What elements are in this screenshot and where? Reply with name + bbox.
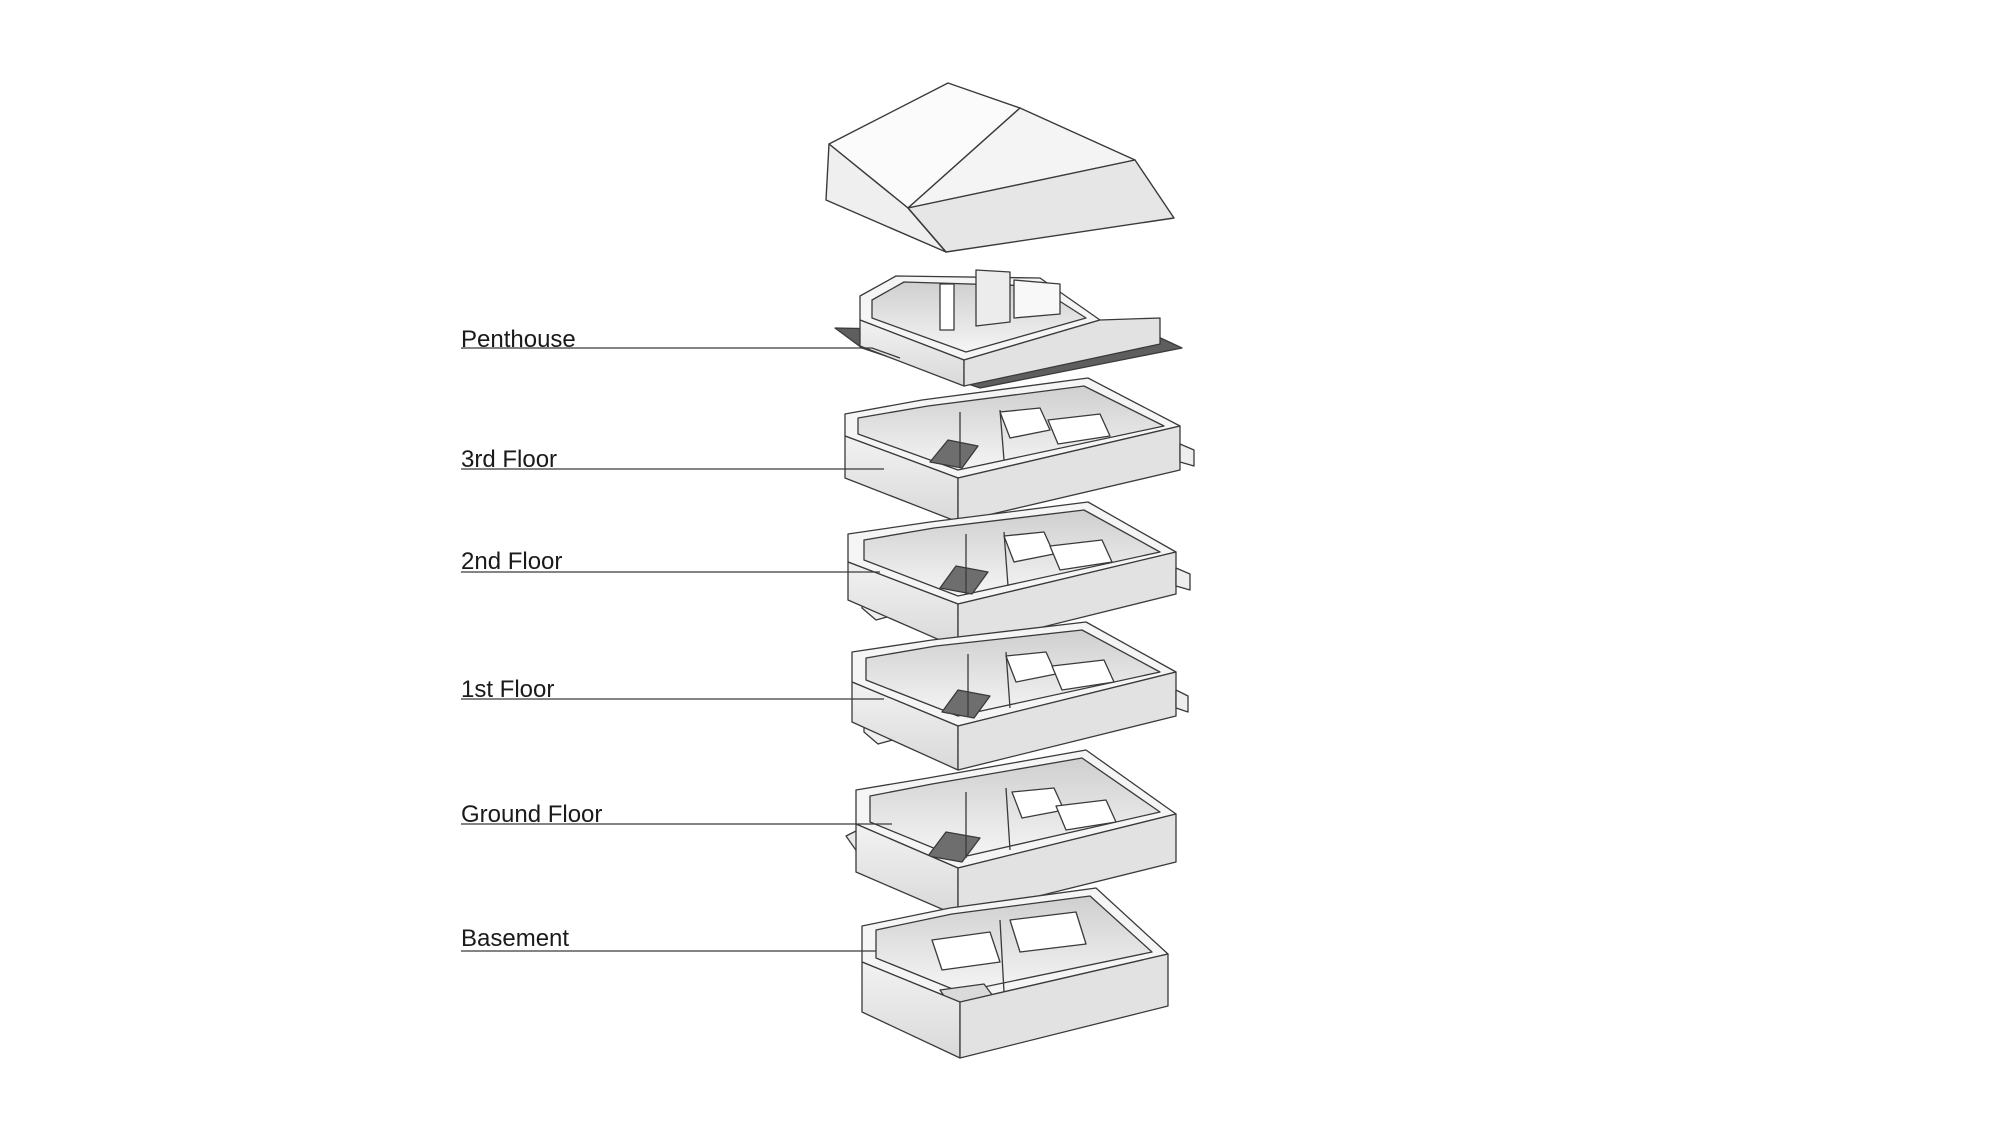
penthouse-column bbox=[939, 283, 955, 331]
first-closet bbox=[1051, 659, 1115, 691]
second-dark-floor bbox=[939, 565, 989, 595]
leader-penthouse bbox=[461, 347, 901, 359]
first-side-face bbox=[957, 671, 1177, 771]
floor-1st bbox=[851, 621, 1189, 771]
label-penthouse: Penthouse bbox=[461, 326, 576, 353]
first-partition-2 bbox=[1005, 651, 1011, 709]
second-side-bay bbox=[1175, 567, 1191, 591]
basement-room-b bbox=[1009, 911, 1087, 953]
third-bath bbox=[999, 407, 1051, 439]
third-closet bbox=[1047, 413, 1111, 445]
third-dark-floor bbox=[929, 439, 979, 469]
second-side-face bbox=[957, 551, 1177, 649]
ground-partition-2 bbox=[1005, 787, 1011, 851]
ground-inner bbox=[869, 757, 1161, 859]
penthouse-bath-block bbox=[1013, 279, 1061, 319]
leader-lines bbox=[461, 347, 901, 952]
penthouse-wall-block bbox=[975, 269, 1011, 327]
penthouse-side-face bbox=[963, 317, 1161, 387]
label-1st-floor: 1st Floor bbox=[461, 676, 555, 703]
second-partition-2 bbox=[1003, 531, 1009, 587]
floor-ground bbox=[845, 749, 1177, 917]
ground-side-face bbox=[957, 813, 1177, 917]
first-side-bay bbox=[1175, 689, 1189, 713]
floor-2nd bbox=[847, 501, 1191, 649]
roof bbox=[825, 82, 1175, 253]
ground-dark-floor bbox=[927, 831, 981, 863]
second-closet bbox=[1049, 539, 1113, 571]
first-dark-floor bbox=[941, 689, 991, 719]
label-basement: Basement bbox=[461, 925, 570, 952]
label-2nd-floor: 2nd Floor bbox=[461, 548, 563, 575]
ground-closet bbox=[1055, 799, 1117, 831]
third-partition-2 bbox=[999, 409, 1005, 461]
label-ground-floor: Ground Floor bbox=[461, 801, 603, 828]
third-side-face bbox=[957, 425, 1181, 523]
floor-basement bbox=[861, 887, 1169, 1059]
basement-partition bbox=[999, 919, 1005, 993]
label-3rd-floor: 3rd Floor bbox=[461, 446, 558, 473]
roof-edge bbox=[907, 207, 947, 253]
floor-3rd bbox=[844, 377, 1195, 523]
basement-room-a bbox=[931, 931, 1001, 971]
floor-penthouse bbox=[834, 269, 1183, 389]
basement-side-face bbox=[959, 953, 1169, 1059]
third-bay bbox=[1179, 443, 1195, 467]
